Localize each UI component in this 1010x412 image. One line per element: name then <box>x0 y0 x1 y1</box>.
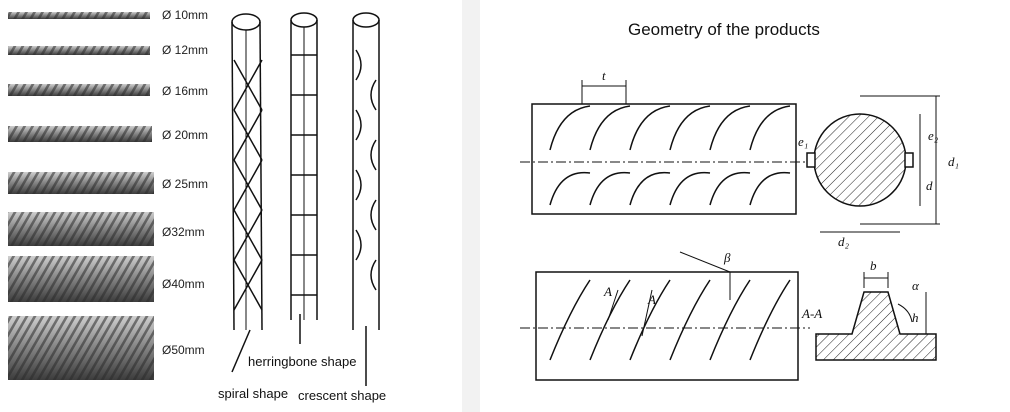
rebar-label: Ø40mm <box>162 277 205 291</box>
e1-symbol: e₁ <box>798 134 808 149</box>
rebar-illustrations <box>8 12 380 386</box>
herringbone-shape-caption: herringbone shape <box>248 354 357 369</box>
rebar-label: Ø 20mm <box>162 128 209 142</box>
d-symbol: d <box>926 178 933 193</box>
alpha-symbol: α <box>912 278 920 293</box>
rebar-50mm <box>8 316 154 380</box>
shape-pointer-arrows <box>231 314 367 386</box>
rebar-25mm <box>8 172 154 194</box>
geometry-drawing: t e₁ e₂ d d₁ d₂ β A A A-A b α h <box>520 68 959 381</box>
rebar-32mm <box>8 212 154 246</box>
crescent-shape-drawing <box>352 12 380 330</box>
rebar-label: Ø 25mm <box>162 177 209 191</box>
pitch-symbol: t <box>602 68 606 83</box>
rebar-label: Ø 10mm <box>162 8 209 22</box>
geometry-title: Geometry of the products <box>628 20 820 39</box>
beta-symbol: β <box>723 250 731 265</box>
rebar-label: Ø 16mm <box>162 84 209 98</box>
d1-symbol: d₁ <box>948 154 959 169</box>
rebar-cross-section <box>806 95 940 233</box>
rebar-rib-view <box>520 251 810 381</box>
rebar-label: Ø 12mm <box>162 43 209 57</box>
rebar-sizes-panel: Ø 10mm Ø 12mm Ø 16mm Ø 20mm Ø 25mm Ø32mm… <box>0 0 462 412</box>
rebar-side-view <box>520 80 810 215</box>
panel-divider <box>462 0 480 412</box>
crescent-shape-caption: crescent shape <box>298 388 387 403</box>
geometry-panel: Geometry of the products <box>480 0 1010 412</box>
rebar-40mm <box>8 256 154 302</box>
rebar-16mm <box>8 84 150 96</box>
d2-symbol: d₂ <box>838 234 850 249</box>
h-symbol: h <box>912 310 919 325</box>
b-symbol: b <box>870 258 877 273</box>
rebar-10mm <box>8 12 150 19</box>
section-label: A-A <box>801 306 822 321</box>
rebar-20mm <box>8 126 152 142</box>
section-mark-a: A <box>603 284 612 299</box>
e2-symbol: e₂ <box>928 128 939 143</box>
rebar-12mm <box>8 46 150 55</box>
rebar-label: Ø50mm <box>162 343 205 357</box>
rib-profile-section <box>815 272 937 361</box>
rebar-label: Ø32mm <box>162 225 205 239</box>
spiral-shape-drawing <box>231 13 263 331</box>
herringbone-shape-drawing <box>290 12 318 320</box>
spiral-shape-caption: spiral shape <box>218 386 289 401</box>
section-mark-a: A <box>647 292 656 307</box>
